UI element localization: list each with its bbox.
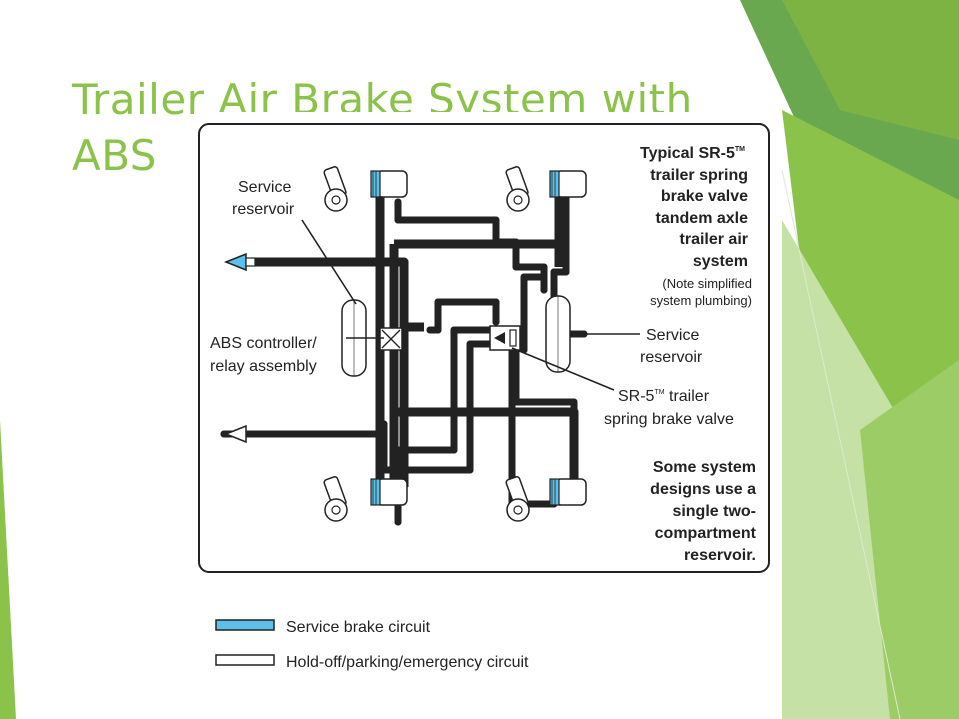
note-line: system plumbing) xyxy=(650,293,752,308)
label-abs-controller: ABS controller/ xyxy=(210,335,317,352)
brake-chamber-front-right xyxy=(549,170,587,198)
emergency-glad-hand xyxy=(223,424,247,444)
design-note-line: designs use a xyxy=(650,481,756,498)
brake-chamber-front-left xyxy=(370,170,408,198)
diagram-panel xyxy=(198,123,770,573)
sr5-spring-brake-valve xyxy=(489,325,521,351)
decor-line xyxy=(781,169,901,719)
legend-label-holdoff: Hold-off/parking/emergency circuit xyxy=(286,654,529,671)
label-service-reservoir-right: Service xyxy=(646,327,699,344)
svg-text:Typical SR-5TM: Typical SR-5TM xyxy=(640,145,745,162)
service-reservoir-right xyxy=(545,295,571,373)
label-sr5: SR-5 xyxy=(618,388,655,405)
trademark: TM xyxy=(735,146,745,153)
leader-lines xyxy=(301,219,640,391)
legend: Service brake circuit Hold-off/parking/e… xyxy=(215,619,529,671)
legend-label-service: Service brake circuit xyxy=(286,619,431,636)
brake-chamber-rear-left xyxy=(370,478,408,506)
design-note-line: reservoir. xyxy=(684,547,756,564)
design-note: Some system designs use a single two- co… xyxy=(650,459,756,564)
note-line: (Note simplified xyxy=(662,276,752,291)
legend-swatch-service xyxy=(215,619,275,631)
label-sr5: trailer xyxy=(665,388,710,405)
caption-line: brake valve xyxy=(661,188,748,205)
right-light-green-band xyxy=(782,0,959,140)
caption-line: tandem axle xyxy=(656,210,749,227)
label-sr5-line2: spring brake valve xyxy=(604,411,734,428)
caption-line: trailer air xyxy=(680,231,748,248)
svg-text:SR-5TM trailer: SR-5TM trailer xyxy=(618,388,710,405)
diagram-note: (Note simplified system plumbing) xyxy=(650,276,752,308)
component-labels: Service reservoir ABS controller/ relay … xyxy=(210,179,734,428)
label-service-reservoir-left: Service xyxy=(238,179,291,196)
legend-swatch-holdoff xyxy=(215,654,275,666)
label-abs-controller: relay assembly xyxy=(210,358,317,375)
caption-line: Typical SR-5 xyxy=(640,145,735,162)
right-mid-green-shape xyxy=(860,360,959,719)
brake-chamber-rear-right xyxy=(549,478,587,506)
left-green-sliver xyxy=(0,420,16,719)
label-service-reservoir-right: reservoir xyxy=(640,349,703,366)
caption-line: trailer spring xyxy=(650,167,748,184)
diagram-caption: Typical SR-5TM trailer spring brake valv… xyxy=(640,145,748,270)
trademark: TM xyxy=(654,389,664,396)
caption-line: system xyxy=(693,253,748,270)
design-note-line: Some system xyxy=(653,459,756,476)
label-service-reservoir-left: reservoir xyxy=(232,201,295,218)
design-note-line: compartment xyxy=(655,525,757,542)
design-note-line: single two- xyxy=(672,503,756,520)
service-coupler-fitting xyxy=(245,257,256,267)
brake-system-diagram: Typical SR-5TM trailer spring brake valv… xyxy=(194,112,782,677)
abs-controller-relay-assembly xyxy=(379,327,403,351)
